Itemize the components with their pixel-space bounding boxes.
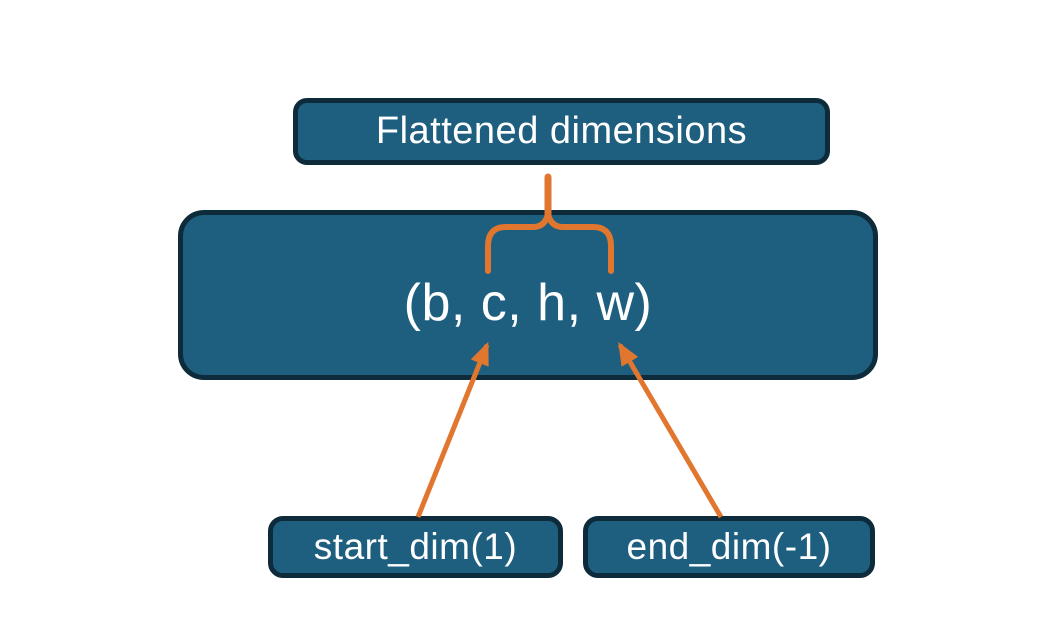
tensor-shape-box: (b, c, h, w): [178, 210, 878, 380]
flattened-dimensions-label: Flattened dimensions: [375, 110, 748, 152]
start-dim-box: start_dim(1): [268, 516, 563, 578]
start-dim-label: start_dim(1): [313, 526, 518, 567]
end-dim-box: end_dim(-1): [583, 516, 875, 578]
flattened-dimensions-box: Flattened dimensions: [293, 98, 830, 165]
tensor-shape-label: (b, c, h, w): [403, 274, 653, 332]
end-dim-label: end_dim(-1): [626, 526, 832, 567]
